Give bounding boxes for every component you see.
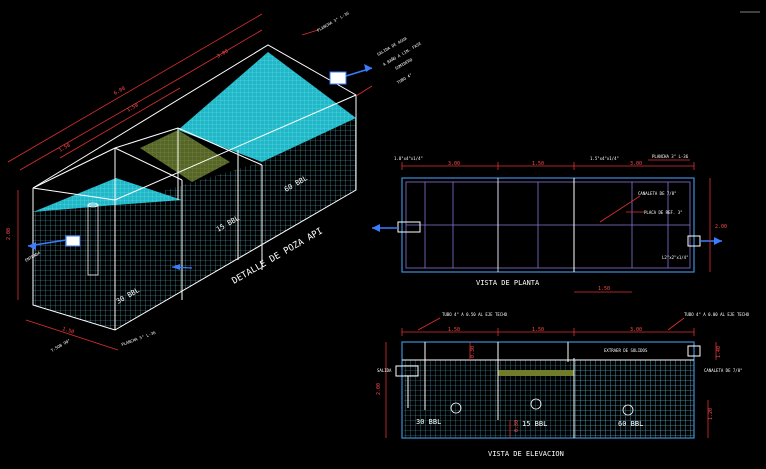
elev-label-tubo-right: TUBO 4" A 0.00 AL EJE TECHO: [684, 312, 750, 317]
plan-label-angle: L2"x2"x1/4": [662, 255, 689, 260]
elev-label-extraer: EXTRAER DE SOLIDOS: [604, 348, 648, 353]
iso-dimension-lines: [7, 13, 373, 351]
iso-grease-layer: [140, 130, 230, 182]
iso-box-outline: [32, 44, 357, 331]
elev-label-salida: SALIDA: [377, 368, 392, 373]
elev-volume-right: 60 BBL: [618, 420, 643, 428]
iso-dim-right: 3.00: [216, 49, 229, 60]
iso-water-surface-right: [178, 52, 356, 162]
plan-dim-2: 1.50: [532, 161, 544, 167]
iso-label-tubo-right: TUBO 4": [396, 72, 413, 85]
elev-volume-left: 30 BBL: [416, 418, 441, 426]
plan-dim-bottom: 1.50: [598, 286, 610, 292]
plan-dim-angle-left: 1.0"x4"x1/4": [394, 156, 423, 161]
elev-dim-mid: 0.80: [514, 420, 520, 432]
elev-dim-2: 1.50: [532, 327, 544, 333]
iso-dim-text: 6.00 3.00 1.50 1.50 2.00 1.50: [6, 49, 229, 336]
iso-dim-total: 6.00: [113, 86, 126, 97]
iso-dim-b: 1.50: [126, 103, 139, 114]
plan-label-plancha: PLANCHA 3" L-36: [652, 154, 689, 159]
plan-label-placa: PLACA DE REF. 3": [644, 210, 683, 215]
elev-dim-h1: 0.30: [470, 346, 476, 358]
elev-dim-h2: 1.40: [716, 346, 722, 358]
elev-grease-layer: [498, 370, 574, 376]
iso-water-surface-left: [33, 178, 182, 212]
iso-outlet-pipe: [329, 64, 373, 85]
plan-frame: [401, 177, 695, 273]
elev-volume-middle: 15 BBL: [522, 420, 547, 428]
elev-dim-1: 1.50: [448, 327, 460, 333]
iso-dim-a: 1.50: [58, 143, 71, 154]
plan-dim-angle-mid: 1.5"x4"x1/4": [590, 156, 619, 161]
iso-dim-width: 1.50: [61, 326, 74, 335]
plan-inlet-pipe: [397, 221, 421, 233]
elev-dim-3: 3.00: [630, 327, 642, 333]
plan-dim-1: 3.00: [448, 161, 460, 167]
plan-dim-right: 2.00: [715, 224, 727, 230]
elev-frame: [401, 341, 695, 439]
iso-front-water: [33, 118, 356, 330]
elev-dim-left: 2.00: [376, 383, 382, 395]
elev-dimension-lines: [385, 317, 717, 438]
elev-outlet-pipe: [687, 345, 701, 357]
plan-dimension-lines: [401, 159, 711, 293]
elev-label-tubo-left: TUBO 4" A 0.50 AL EJE TECHO: [442, 312, 508, 317]
elev-label-canaleta: CANALETA DE 7/8": [704, 368, 743, 373]
iso-label-pipe-bottom: T-SOB 90°: [50, 338, 71, 353]
elev-baffles: [402, 342, 694, 438]
isometric-view: 6.00 3.00 1.50 1.50 2.00 1.50 DETALLE DE…: [6, 10, 423, 353]
plan-dim-3: 3.00: [630, 161, 642, 167]
iso-label-plancha-bottom: PLANCHA 5" L-36: [121, 330, 157, 347]
iso-inlet-pipe: [27, 235, 81, 250]
elevation-view: 1.50 1.50 3.00 2.00 1.20 0.80 0.30 1.40 …: [376, 312, 750, 458]
plan-label-canaleta: CANALETA DE 7/8": [638, 191, 677, 196]
iso-label-plancha-top: PLANCHA 3" L-36: [316, 10, 350, 33]
iso-vertical-pipe-left: [87, 204, 99, 276]
elev-title: VISTA DE ELEVACION: [488, 450, 564, 458]
iso-dim-height: 2.00: [6, 228, 12, 240]
plan-title: VISTA DE PLANTA: [476, 279, 540, 287]
elev-inlet-pipe: [395, 365, 419, 377]
elev-dim-right: 1.20: [708, 408, 714, 420]
plan-view: 1.0"x4"x1/4" 3.00 1.50 1.5"x4"x1/4" 3.00…: [372, 154, 727, 293]
